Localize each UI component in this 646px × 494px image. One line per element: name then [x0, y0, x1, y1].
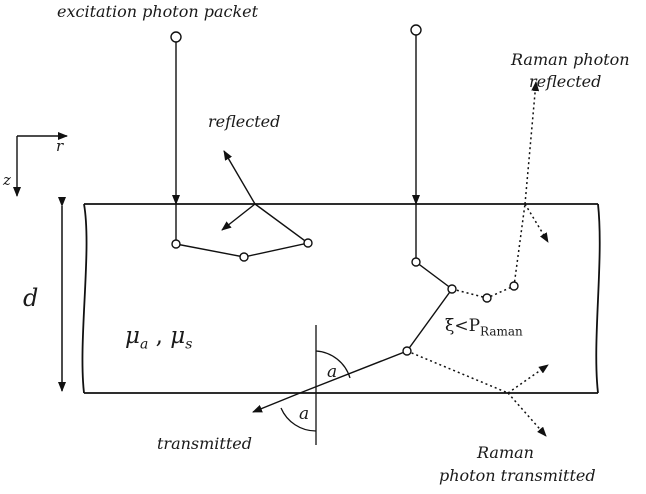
excitation-label: excitation photon packet	[57, 2, 259, 21]
photon-nodes-left	[170, 31, 313, 262]
thickness-label: d	[23, 284, 39, 312]
raman-transmitted-label-line1: Raman	[477, 443, 534, 462]
raman-reflected-label-line1: Raman photon	[511, 50, 630, 69]
angle-arc-bottom	[280, 407, 317, 432]
excitation-path-left	[172, 42, 310, 258]
medium-slab	[81, 203, 601, 394]
transmitted-label: transmitted	[157, 434, 252, 453]
angle-label-top: a	[327, 362, 338, 382]
raman-reflected-path	[451, 81, 549, 299]
angle-label-bottom: a	[299, 404, 310, 424]
photon-source-left	[170, 31, 182, 43]
optical-coefficients-label: μa , μs	[125, 323, 193, 353]
photon-nodes-right	[402, 24, 519, 356]
raman-transmitted-label-line2: photon transmitted	[439, 466, 596, 485]
coordinate-axes	[13, 132, 68, 197]
axis-z-label: z	[3, 171, 11, 189]
raman-reflected-label-line2: reflected	[529, 72, 602, 91]
angle-arc-top	[315, 350, 351, 379]
photon-source-right	[410, 24, 422, 36]
axis-r-label: r	[56, 137, 64, 155]
raman-probability-label: ξ<PRaman	[445, 316, 523, 339]
surface-normal	[280, 325, 351, 445]
reflected-label: reflected	[208, 112, 281, 131]
excitation-path-right	[252, 35, 453, 413]
raman-transmitted-path	[406, 350, 549, 437]
